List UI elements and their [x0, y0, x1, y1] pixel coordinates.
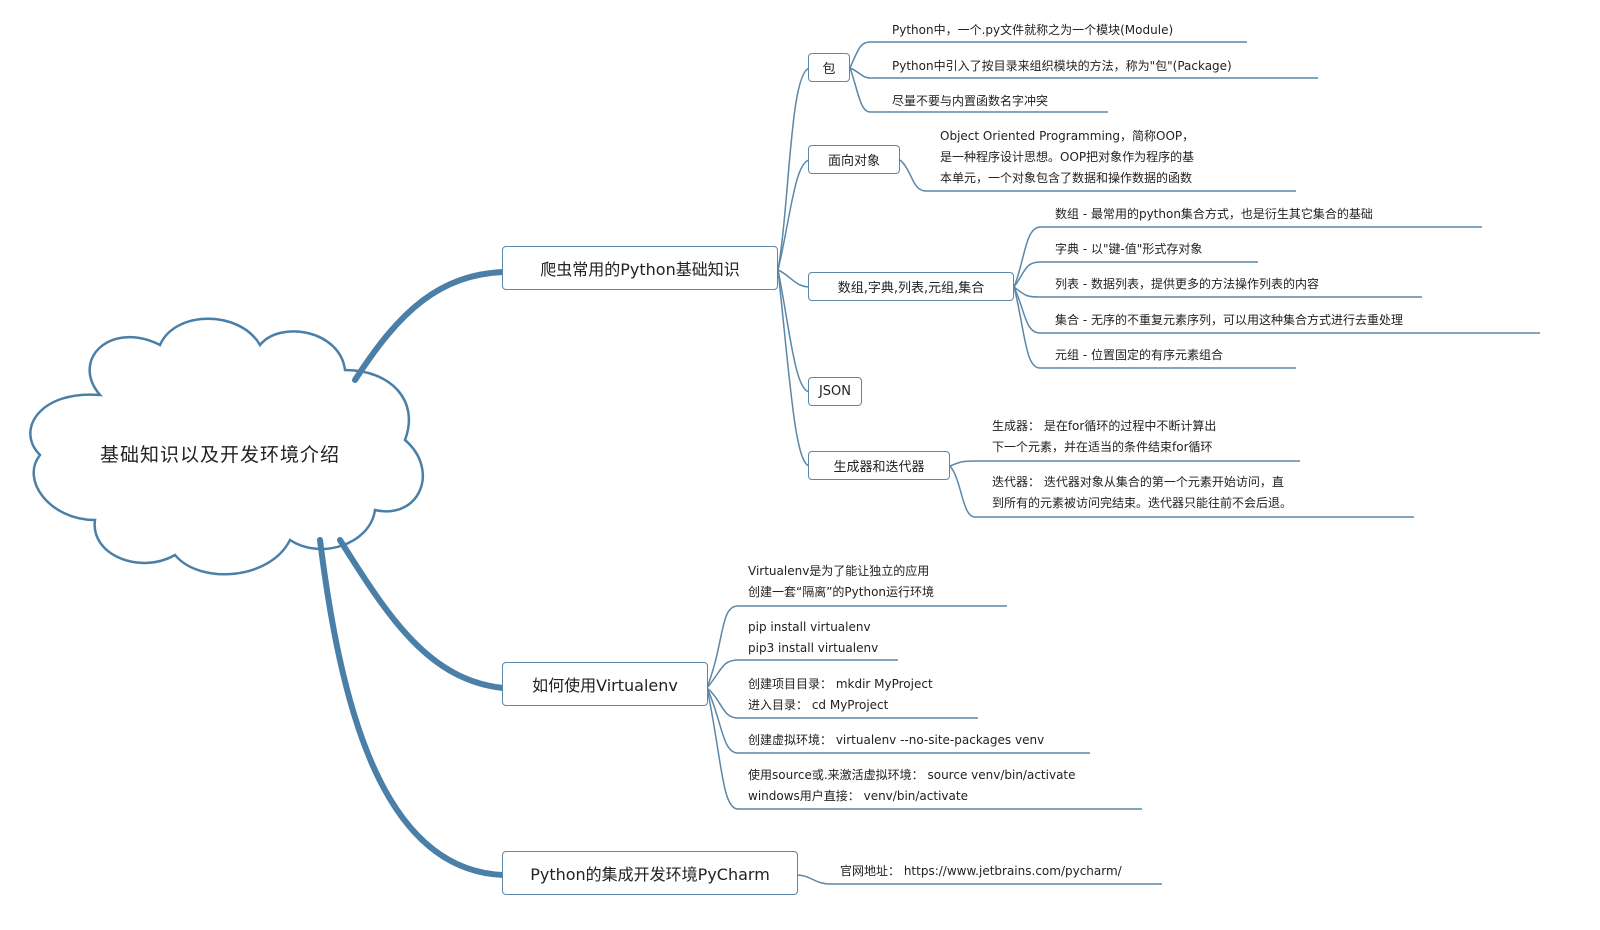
branch-line-1	[352, 269, 506, 383]
leaf-venv-2-line-2: pip3 install virtualenv	[748, 641, 879, 655]
root-topic[interactable]: 基础知识以及开发环境介绍	[99, 444, 340, 466]
leaf-generator-line-2: 下一个元素，并在适当的条件结束for循环	[992, 440, 1213, 454]
leaf-venv-4: 创建虚拟环境： virtualenv --no-site-packages ve…	[748, 730, 1044, 751]
root-cloud	[29, 317, 424, 576]
leaf-venv-3: 创建项目目录： mkdir MyProject 进入目录： cd MyProje…	[748, 674, 933, 716]
leaf-venv-5-line-2: windows用户直接： venv/bin/activate	[748, 789, 968, 803]
leaf-oop-line-1: Object Oriented Programming，简称OOP，	[940, 129, 1195, 143]
topic-generators[interactable]: 生成器和迭代器	[808, 451, 950, 480]
leaf-generator-line-1: 生成器： 是在for循环的过程中不断计算出	[992, 419, 1217, 433]
leaf-collections-2: 字典 - 以"键-值"形式存对象	[1055, 242, 1203, 256]
leaf-package-1: Python中，一个.py文件就称之为一个模块(Module)	[892, 23, 1174, 37]
branch-python-basics[interactable]: 爬虫常用的Python基础知识	[502, 246, 778, 290]
leaf-iterator: 迭代器： 迭代器对象从集合的第一个元素开始访问，直 到所有的元素被访问完结束。迭…	[992, 472, 1292, 514]
leaf-collections-5: 元组 - 位置固定的有序元素组合	[1055, 348, 1223, 362]
leaf-oop-line-2: 是一种程序设计思想。OOP把对象作为程序的基	[940, 150, 1195, 164]
leaf-collections-1: 数组 - 最常用的python集合方式，也是衍生其它集合的基础	[1055, 207, 1373, 221]
topic-json[interactable]: JSON	[808, 377, 862, 406]
leaf-venv-2-line-1: pip install virtualenv	[748, 620, 871, 634]
leaf-venv-1: Virtualenv是为了能让独立的应用 创建一套“隔离”的Python运行环境	[748, 561, 934, 603]
leaf-pycharm-url[interactable]: 官网地址： https://www.jetbrains.com/pycharm/	[840, 864, 1122, 878]
leaf-oop-line-3: 本单元，一个对象包含了数据和操作数据的函数	[940, 171, 1193, 185]
leaf-venv-3-line-1: 创建项目目录： mkdir MyProject	[748, 677, 933, 691]
branch-virtualenv[interactable]: 如何使用Virtualenv	[502, 662, 708, 706]
leaf-package-2: Python中引入了按目录来组织模块的方法，称为"包"(Package)	[892, 59, 1232, 73]
leaf-venv-1-line-1: Virtualenv是为了能让独立的应用	[748, 564, 930, 578]
topic-oop[interactable]: 面向对象	[808, 145, 900, 174]
leaf-oop: Object Oriented Programming，简称OOP， 是一种程序…	[940, 126, 1194, 189]
leaf-iterator-line-1: 迭代器： 迭代器对象从集合的第一个元素开始访问，直	[992, 475, 1284, 489]
topic-package[interactable]: 包	[808, 53, 850, 82]
leaf-collections-3: 列表 - 数据列表，提供更多的方法操作列表的内容	[1055, 277, 1319, 291]
leaf-venv-4-line-1: 创建虚拟环境： virtualenv --no-site-packages ve…	[748, 733, 1045, 747]
leaf-venv-5: 使用source或.来激活虚拟环境： source venv/bin/activ…	[748, 765, 1076, 807]
topic-collections[interactable]: 数组,字典,列表,元组,集合	[808, 272, 1014, 301]
leaf-venv-1-line-2: 创建一套“隔离”的Python运行环境	[748, 585, 935, 599]
leaf-venv-2: pip install virtualenv pip3 install virt…	[748, 617, 878, 659]
leaf-generator: 生成器： 是在for循环的过程中不断计算出 下一个元素，并在适当的条件结束for…	[992, 416, 1216, 458]
leaf-iterator-line-2: 到所有的元素被访问完结束。迭代器只能往前不会后退。	[992, 496, 1293, 510]
branch-line-3	[317, 537, 506, 878]
leaf-package-3: 尽量不要与内置函数名字冲突	[892, 94, 1049, 108]
branch-pycharm[interactable]: Python的集成开发环境PyCharm	[502, 851, 798, 895]
branch-line-2	[337, 537, 506, 691]
leaf-venv-5-line-1: 使用source或.来激活虚拟环境： source venv/bin/activ…	[748, 768, 1076, 782]
leaf-collections-4: 集合 - 无序的不重复元素序列，可以用这种集合方式进行去重处理	[1055, 313, 1403, 327]
leaf-venv-3-line-2: 进入目录： cd MyProject	[748, 698, 889, 712]
